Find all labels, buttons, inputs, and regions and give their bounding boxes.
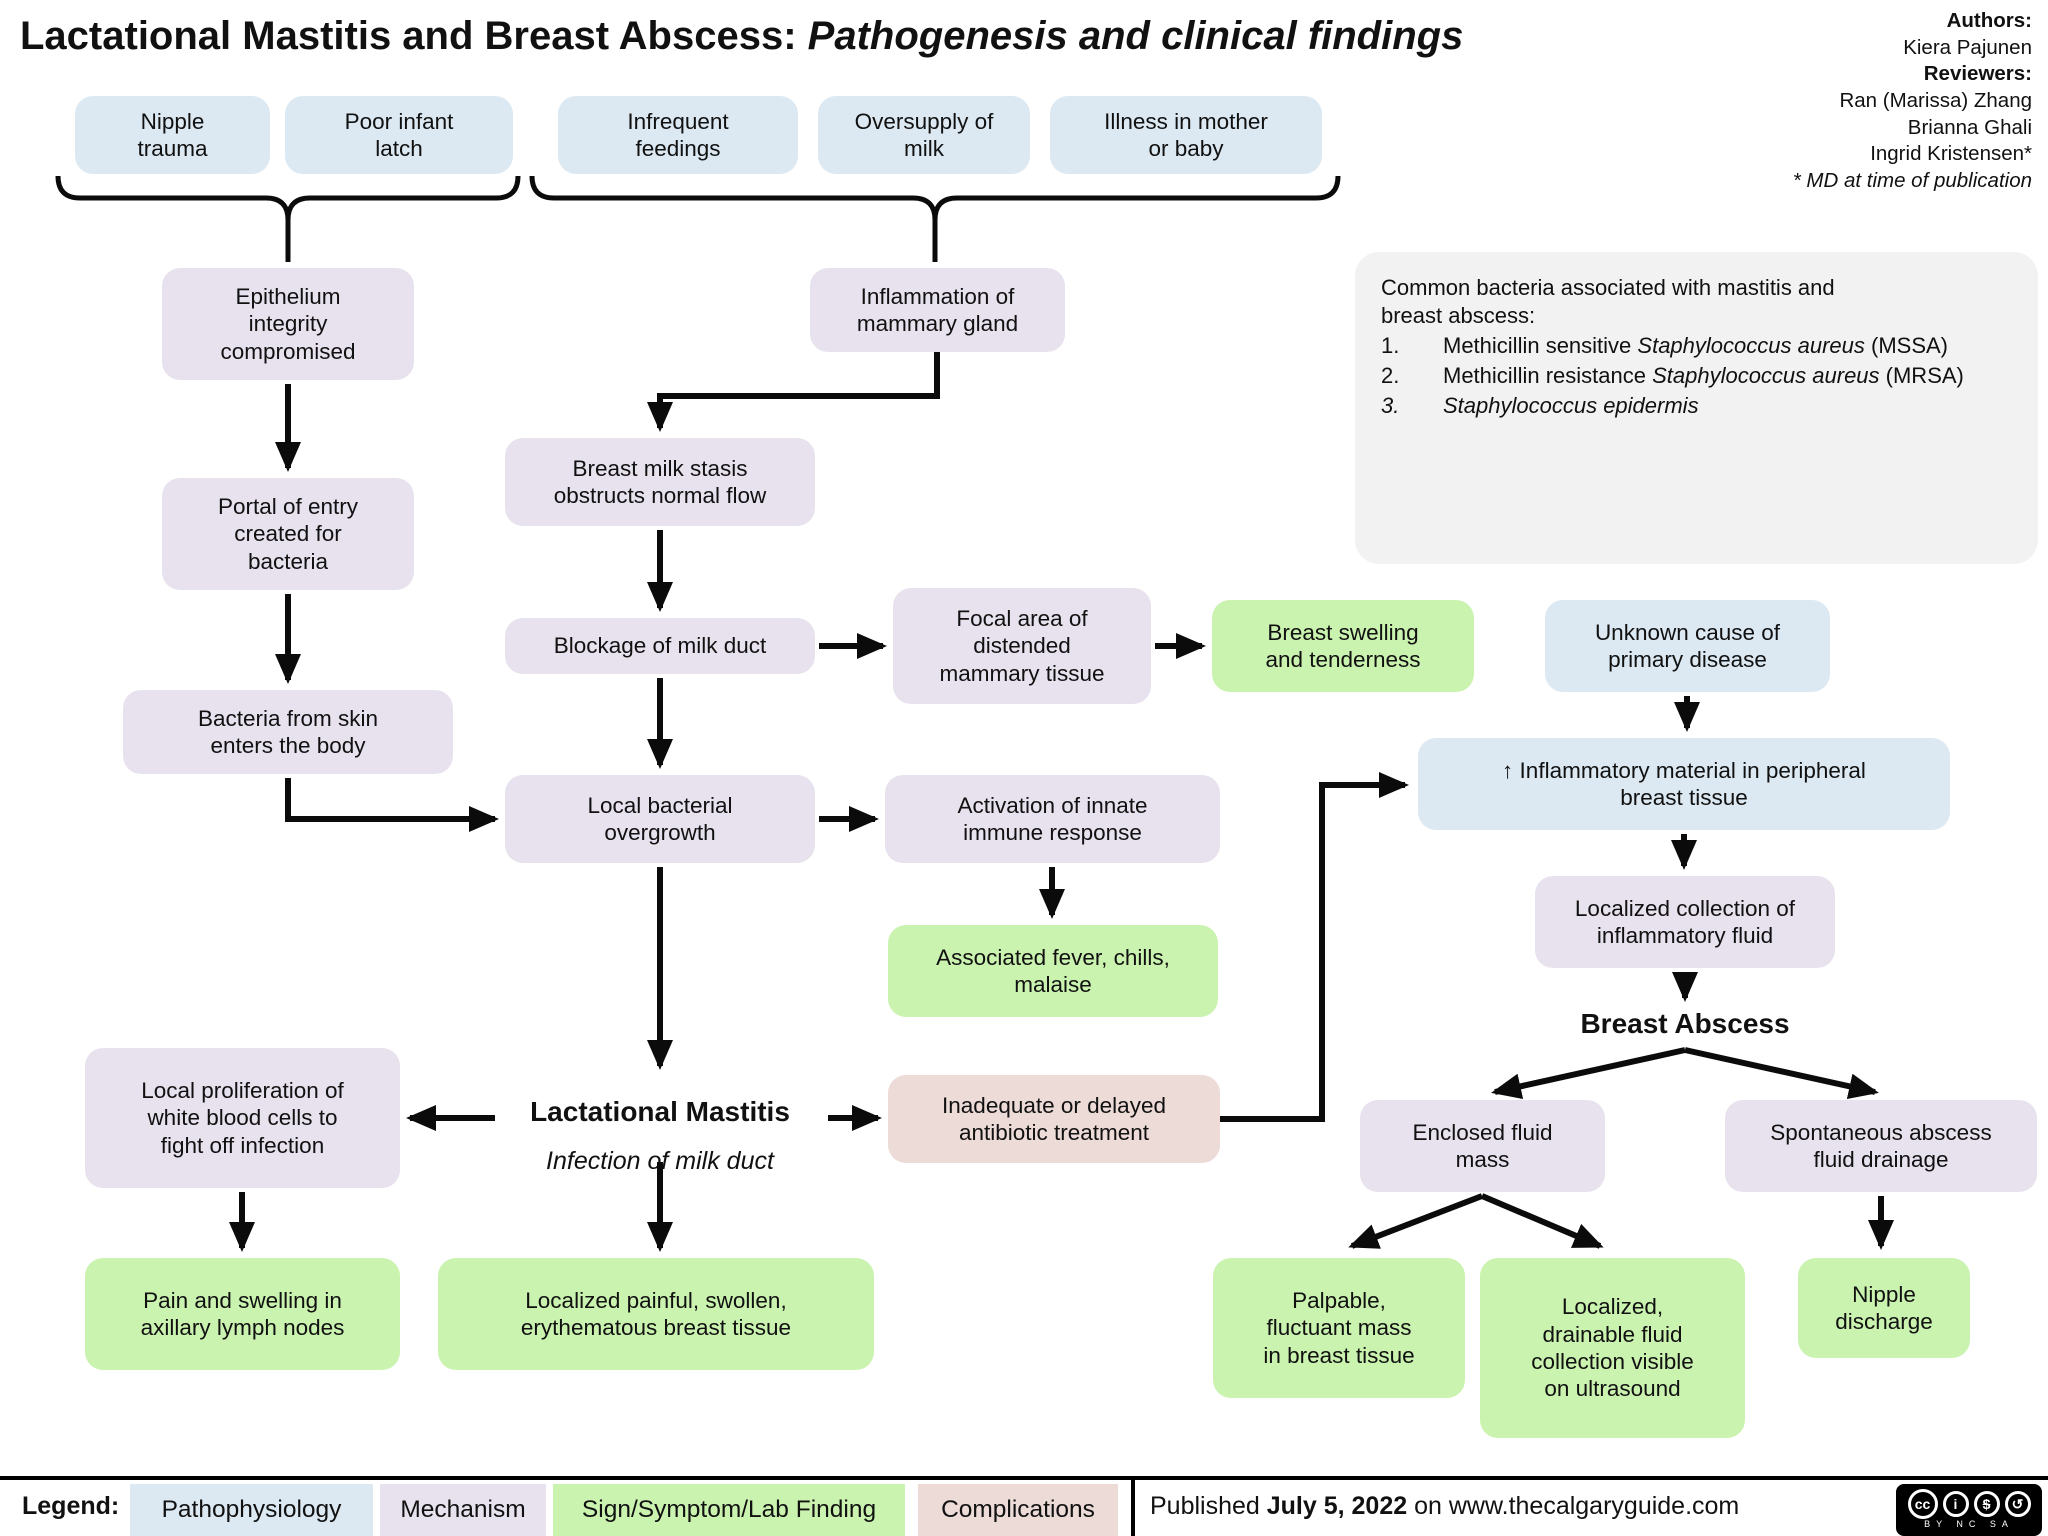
cc-by-icon: i: [1942, 1491, 1969, 1517]
brace-left: [55, 175, 521, 221]
node-blockage-milk-duct: Blockage of milk duct: [505, 618, 815, 674]
arrow-abscess-to-spontaneous: [1684, 1047, 1879, 1100]
page-title-main: Lactational Mastitis and Breast Abscess:: [20, 14, 797, 58]
reviewer-name: Ran (Marissa) Zhang: [1839, 88, 2032, 112]
node-bacteria-from-skin: Bacteria from skin enters the body: [123, 690, 453, 774]
legend-swatch-complications: Complications: [918, 1484, 1118, 1536]
legend-label: Legend:: [22, 1492, 120, 1520]
node-drainable-collection-ultrasound: Localized, drainable fluid collection vi…: [1480, 1258, 1745, 1438]
node-infrequent-feedings: Infrequent feedings: [558, 96, 798, 174]
reviewer-name: Brianna Ghali: [1907, 115, 2032, 139]
node-focal-area-distended: Focal area of distended mammary tissue: [893, 588, 1151, 704]
published-text: Published July 5, 2022 on www.thecalgary…: [1150, 1492, 1740, 1520]
cc-icon: cc: [1907, 1489, 1938, 1519]
item-text: Methicillin sensitive Staphylococcus aur…: [1443, 332, 1948, 358]
cc-labels: BY NC SA: [1924, 1519, 2014, 1529]
node-nipple-discharge: Nipple discharge: [1798, 1258, 1970, 1358]
author-name: Kiera Pajunen: [1903, 35, 2032, 59]
published-date: July 5, 2022: [1266, 1492, 1408, 1520]
item-number: 2.: [1381, 362, 1400, 388]
node-epithelium-compromised: Epithelium integrity compromised: [162, 268, 414, 380]
node-fever-chills-malaise: Associated fever, chills, malaise: [888, 925, 1218, 1017]
page-title: Lactational Mastitis and Breast Abscess:…: [20, 14, 1463, 59]
node-localized-painful-tissue: Localized painful, swollen, erythematous…: [438, 1258, 874, 1370]
node-inadequate-antibiotic: Inadequate or delayed antibiotic treatme…: [888, 1075, 1220, 1163]
node-local-proliferation-wbc: Local proliferation of white blood cells…: [85, 1048, 400, 1188]
cc-icon-row: cc i $ ↺: [1907, 1489, 2031, 1519]
arrow-abscess-to-enclosed: [1491, 1047, 1686, 1100]
arrow-inflammation-to-stasis: [647, 352, 940, 432]
bacteria-info-box: Common bacteria associated with mastitis…: [1355, 252, 2038, 564]
node-pain-axillary-nodes: Pain and swelling in axillary lymph node…: [85, 1258, 400, 1370]
node-activation-innate-immune: Activation of innate immune response: [885, 775, 1220, 863]
bacteria-info-intro: Common bacteria associated with mastitis…: [1381, 275, 1835, 328]
arrow-enclosed-to-palpable: [1348, 1193, 1484, 1249]
bacteria-item-1: 1. Methicillin sensitive Staphylococcus …: [1381, 332, 2012, 360]
cc-sa-icon: ↺: [2004, 1491, 2031, 1517]
node-nipple-trauma: Nipple trauma: [75, 96, 270, 174]
node-portal-of-entry: Portal of entry created for bacteria: [162, 478, 414, 590]
legend-swatch-pathophysiology: Pathophysiology: [130, 1484, 373, 1536]
reviewer-name: Ingrid Kristensen*: [1870, 142, 2032, 166]
cc-license-badge: cc i $ ↺ BY NC SA: [1896, 1484, 2042, 1536]
bacteria-item-2: 2. Methicillin resistance Staphylococcus…: [1381, 362, 2012, 390]
node-poor-infant-latch: Poor infant latch: [285, 96, 513, 174]
node-enclosed-fluid-mass: Enclosed fluid mass: [1360, 1100, 1605, 1192]
label-breast-abscess: Breast Abscess: [1580, 1008, 1790, 1039]
node-illness-mother-baby: Illness in mother or baby: [1050, 96, 1322, 174]
lactational-mastitis-subtitle: Infection of milk duct: [546, 1147, 774, 1176]
bacteria-item-3: 3. Staphylococcus epidermis: [1381, 392, 2012, 420]
node-localized-collection-fluid: Localized collection of inflammatory flu…: [1535, 876, 1835, 968]
credits-block: Authors: Kiera Pajunen Reviewers: Ran (M…: [1793, 8, 2032, 194]
node-breast-milk-stasis: Breast milk stasis obstructs normal flow: [505, 438, 815, 526]
node-inflammatory-material: ↑ Inflammatory material in peripheral br…: [1418, 738, 1950, 830]
arrow-inadequate-to-inflammatory: [1220, 772, 1409, 1122]
item-number: 1.: [1381, 332, 1400, 358]
legend-vertical-divider: [1131, 1476, 1135, 1536]
label-lactational-mastitis: Lactational Mastitis Infection of milk d…: [470, 1078, 850, 1194]
node-inflammation-mammary-gland: Inflammation of mammary gland: [810, 268, 1065, 352]
item-text: Methicillin resistance Staphylococcus au…: [1443, 362, 1964, 388]
authors-label: Authors:: [1946, 9, 2032, 32]
cc-nc-icon: $: [1973, 1491, 2000, 1517]
node-breast-swelling-tenderness: Breast swelling and tenderness: [1212, 600, 1474, 692]
legend-swatch-mechanism: Mechanism: [380, 1484, 546, 1536]
reviewers-label: Reviewers:: [1923, 62, 2032, 86]
node-oversupply-milk: Oversupply of milk: [818, 96, 1030, 174]
item-number: 3.: [1381, 392, 1400, 418]
legend-swatch-sign-symptom: Sign/Symptom/Lab Finding: [553, 1484, 905, 1536]
legend-divider-line: [0, 1476, 2048, 1480]
credits-note: * MD at time of publication: [1792, 168, 2032, 192]
page-title-subtitle: Pathogenesis and clinical findings: [796, 14, 1464, 58]
arrow-enclosed-to-drainable: [1480, 1193, 1604, 1249]
node-palpable-fluctuant-mass: Palpable, fluctuant mass in breast tissu…: [1213, 1258, 1465, 1398]
brace-right: [529, 175, 1341, 221]
lactational-mastitis-title: Lactational Mastitis: [530, 1096, 790, 1127]
item-text: Staphylococcus epidermis: [1443, 392, 1699, 418]
node-unknown-cause: Unknown cause of primary disease: [1545, 600, 1830, 692]
node-spontaneous-drainage: Spontaneous abscess fluid drainage: [1725, 1100, 2037, 1192]
node-local-bacterial-overgrowth: Local bacterial overgrowth: [505, 775, 815, 863]
arrow-bacteria-to-overgrowth: [285, 778, 499, 832]
